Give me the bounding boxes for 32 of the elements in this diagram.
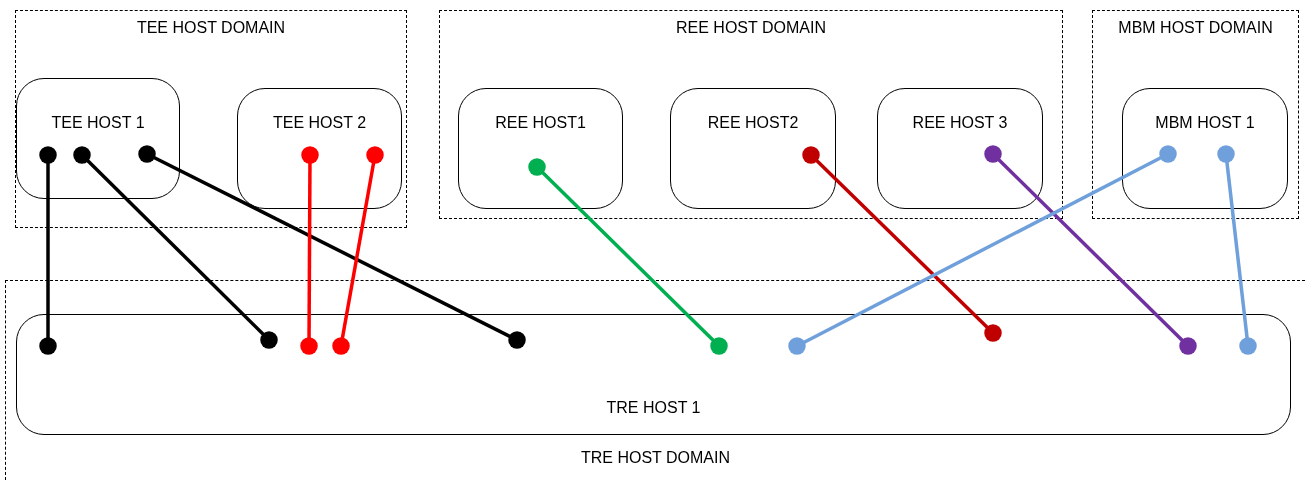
host-box <box>877 88 1043 209</box>
host-box <box>1122 88 1288 209</box>
connector-line <box>73 146 278 349</box>
domain-box <box>439 10 1063 219</box>
host-label: REE HOST2 <box>707 114 799 131</box>
connector-line <box>39 146 57 355</box>
domain-title: TRE HOST DOMAIN <box>580 449 730 466</box>
host-label: REE HOST1 <box>495 114 586 131</box>
domain-box <box>5 280 1305 480</box>
connector-line <box>802 146 1002 342</box>
host-label: TRE HOST 1 <box>606 399 701 416</box>
connector-line <box>332 146 384 355</box>
connector-line <box>300 146 319 355</box>
host-box <box>16 78 180 199</box>
host-box <box>458 88 623 209</box>
domain-title: REE HOST DOMAIN <box>676 19 826 36</box>
host-label: TEE HOST 1 <box>51 114 145 131</box>
connector-line <box>528 158 728 355</box>
domain-box <box>15 10 407 228</box>
domain-title: TEE HOST DOMAIN <box>136 19 286 36</box>
connector-line <box>984 145 1197 355</box>
connector-line <box>788 145 1177 355</box>
host-label: TEE HOST 2 <box>272 114 367 131</box>
host-box <box>237 88 402 209</box>
host-box <box>670 88 836 209</box>
host-box <box>16 314 1291 435</box>
host-label: MBM HOST 1 <box>1155 114 1255 131</box>
connector-line <box>1217 145 1257 355</box>
connector-line <box>138 145 526 349</box>
domain-title: MBM HOST DOMAIN <box>1118 19 1273 36</box>
domain-box <box>1092 10 1299 219</box>
host-label: REE HOST 3 <box>912 114 1008 131</box>
